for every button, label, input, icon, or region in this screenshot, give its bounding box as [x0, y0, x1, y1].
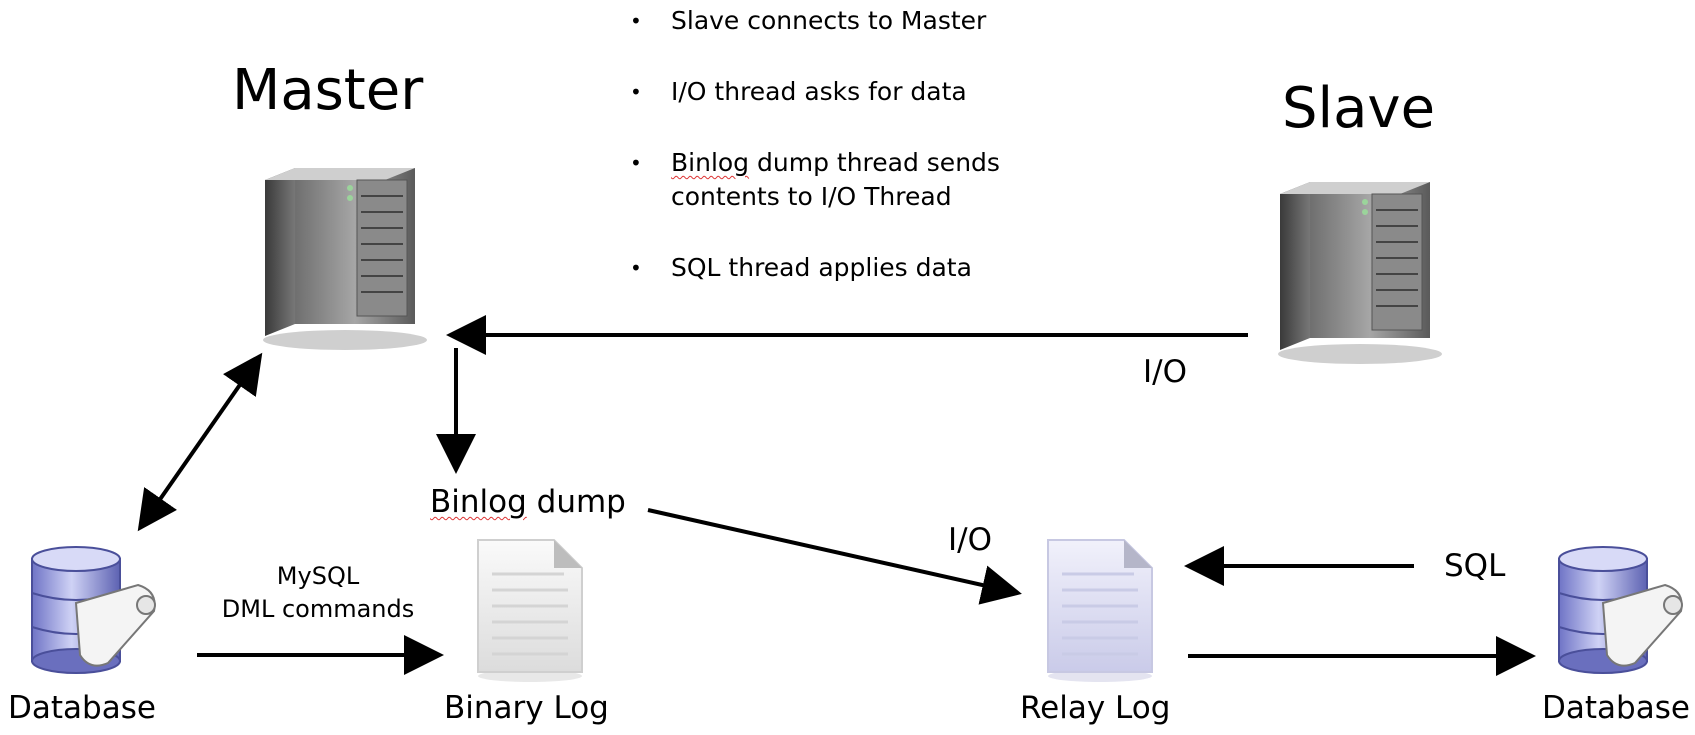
step-4: SQL thread applies data — [625, 251, 1145, 285]
sql-label: SQL — [1444, 548, 1506, 584]
master-database-icon — [31, 546, 156, 674]
io-transfer-label: I/O — [948, 522, 992, 558]
slave-database-label: Database — [1542, 690, 1690, 726]
master-db-link — [137, 352, 263, 532]
dml-label-line-2: DML commands — [221, 595, 415, 623]
relay-log-label: Relay Log — [1020, 690, 1171, 726]
relay-log-document-icon — [1047, 539, 1153, 682]
slave-database-icon — [1558, 546, 1683, 674]
dml-label-line-1: MySQL — [276, 562, 360, 590]
io-request-label: I/O — [1143, 354, 1187, 390]
master-server-icon — [263, 168, 427, 350]
binlog-dump-label: Binlog dump — [430, 484, 626, 520]
slave-server-icon — [1278, 182, 1442, 364]
slave-title: Slave — [1282, 76, 1436, 141]
master-title: Master — [232, 58, 424, 123]
step-2: I/O thread asks for data — [625, 75, 1145, 109]
step-3-line-2: contents to I/O Thread — [671, 182, 952, 211]
step-3: Binlog dump thread sends contents to I/O … — [625, 146, 1145, 214]
dml-label: MySQL DML commands — [200, 560, 436, 626]
step-3-rest: dump thread sends — [749, 148, 1000, 177]
binlog-dump-rest: dump — [526, 484, 626, 520]
step-1: Slave connects to Master — [625, 4, 1145, 38]
master-database-label: Database — [8, 690, 156, 726]
binary-log-label: Binary Log — [444, 690, 609, 726]
step-3-misspelled-word: Binlog — [671, 148, 750, 177]
binlog-dump-misspelled-word: Binlog — [430, 484, 527, 520]
binary-log-document-icon — [477, 539, 583, 682]
replication-steps: Slave connects to Master I/O thread asks… — [625, 4, 1145, 285]
binlog-to-relay-arrow — [647, 508, 1022, 605]
